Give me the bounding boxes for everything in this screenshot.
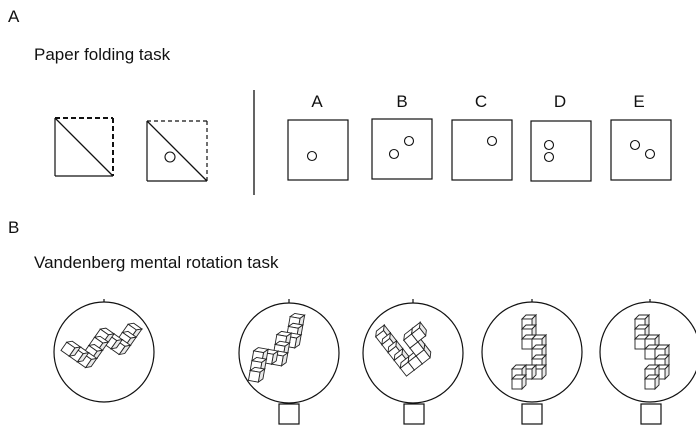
panel-a-label: A (8, 7, 20, 26)
fold-step-2-punched (146, 120, 208, 182)
panel-b-label: B (8, 218, 20, 237)
rotation-option-4-checkbox[interactable] (640, 403, 662, 425)
rotation-option-4 (599, 299, 696, 425)
paper-folding-title: Paper folding task (34, 45, 171, 64)
option-a-label: A (311, 92, 323, 111)
rotation-option-1-checkbox[interactable] (278, 403, 300, 425)
rotation-option-3-checkbox[interactable] (521, 403, 543, 425)
target-figure (53, 299, 155, 403)
option-a-sheet (287, 119, 349, 181)
option-d-sheet (530, 120, 592, 182)
option-b-label: B (396, 92, 408, 111)
option-c-sheet (451, 119, 513, 181)
fold-step-1 (54, 117, 114, 177)
rotation-option-2-checkbox[interactable] (403, 403, 425, 425)
option-b-sheet (371, 118, 433, 180)
option-e-label: E (633, 92, 645, 111)
mental-rotation-title: Vandenberg mental rotation task (34, 253, 279, 272)
option-e-sheet (610, 119, 672, 181)
rotation-option-2 (362, 299, 464, 425)
option-d-label: D (553, 92, 567, 111)
punch-hole (164, 151, 176, 163)
option-c-label: C (474, 92, 488, 111)
rotation-option-1 (238, 299, 340, 425)
rotation-option-3 (481, 299, 583, 425)
